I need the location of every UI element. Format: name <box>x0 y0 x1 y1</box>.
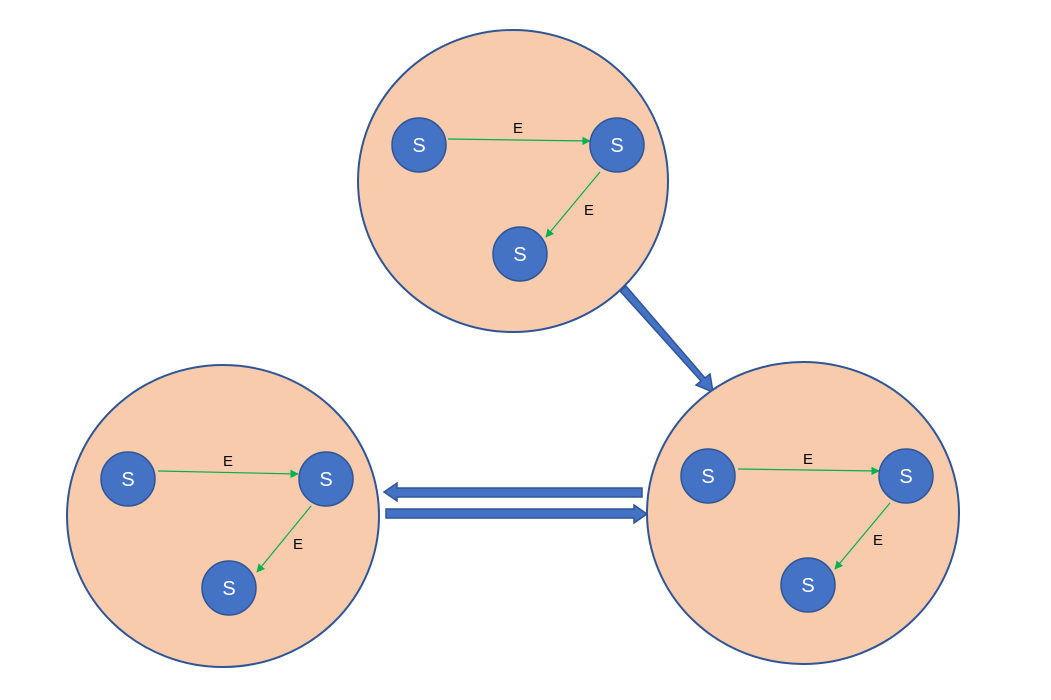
node: S <box>589 117 645 173</box>
node: S <box>780 557 836 613</box>
node-label: S <box>899 466 912 488</box>
edge-arrow <box>545 171 601 238</box>
cluster-circle <box>357 29 669 333</box>
cluster-circle <box>66 364 380 668</box>
edge-label: E <box>293 536 303 553</box>
node-label: S <box>701 466 714 488</box>
node-label: S <box>412 135 425 157</box>
edge-arrow <box>447 136 591 146</box>
connectors <box>382 284 714 525</box>
connector-arrow-left-to-right <box>385 503 649 525</box>
node-label: S <box>319 469 332 491</box>
edge-label: E <box>803 451 813 468</box>
cluster-left: E E S S S <box>66 364 380 668</box>
node-label: S <box>121 469 134 491</box>
edge-arrow <box>834 502 891 570</box>
edge-label: E <box>513 120 523 137</box>
cluster-circle <box>646 361 960 665</box>
node: S <box>878 448 934 504</box>
edge-arrow <box>737 466 880 476</box>
edge-label: E <box>584 202 594 219</box>
edge-label: E <box>873 532 883 549</box>
node: S <box>391 117 447 173</box>
connector-arrow-right-to-left <box>382 481 643 503</box>
node: S <box>298 451 354 507</box>
node: S <box>100 451 156 507</box>
edge-arrow <box>256 505 312 573</box>
cluster-right: E E S S S <box>646 361 960 665</box>
node: S <box>492 226 548 282</box>
node: S <box>201 560 257 616</box>
node-label: S <box>801 575 814 597</box>
node-label: S <box>610 135 623 157</box>
node-label: S <box>222 578 235 600</box>
connector-arrow-top-to-right <box>618 284 714 394</box>
cluster-top: E E S S S <box>357 29 669 333</box>
node-label: S <box>513 244 526 266</box>
edge-label: E <box>223 453 233 470</box>
node: S <box>680 448 736 504</box>
edge-arrow <box>157 469 299 479</box>
